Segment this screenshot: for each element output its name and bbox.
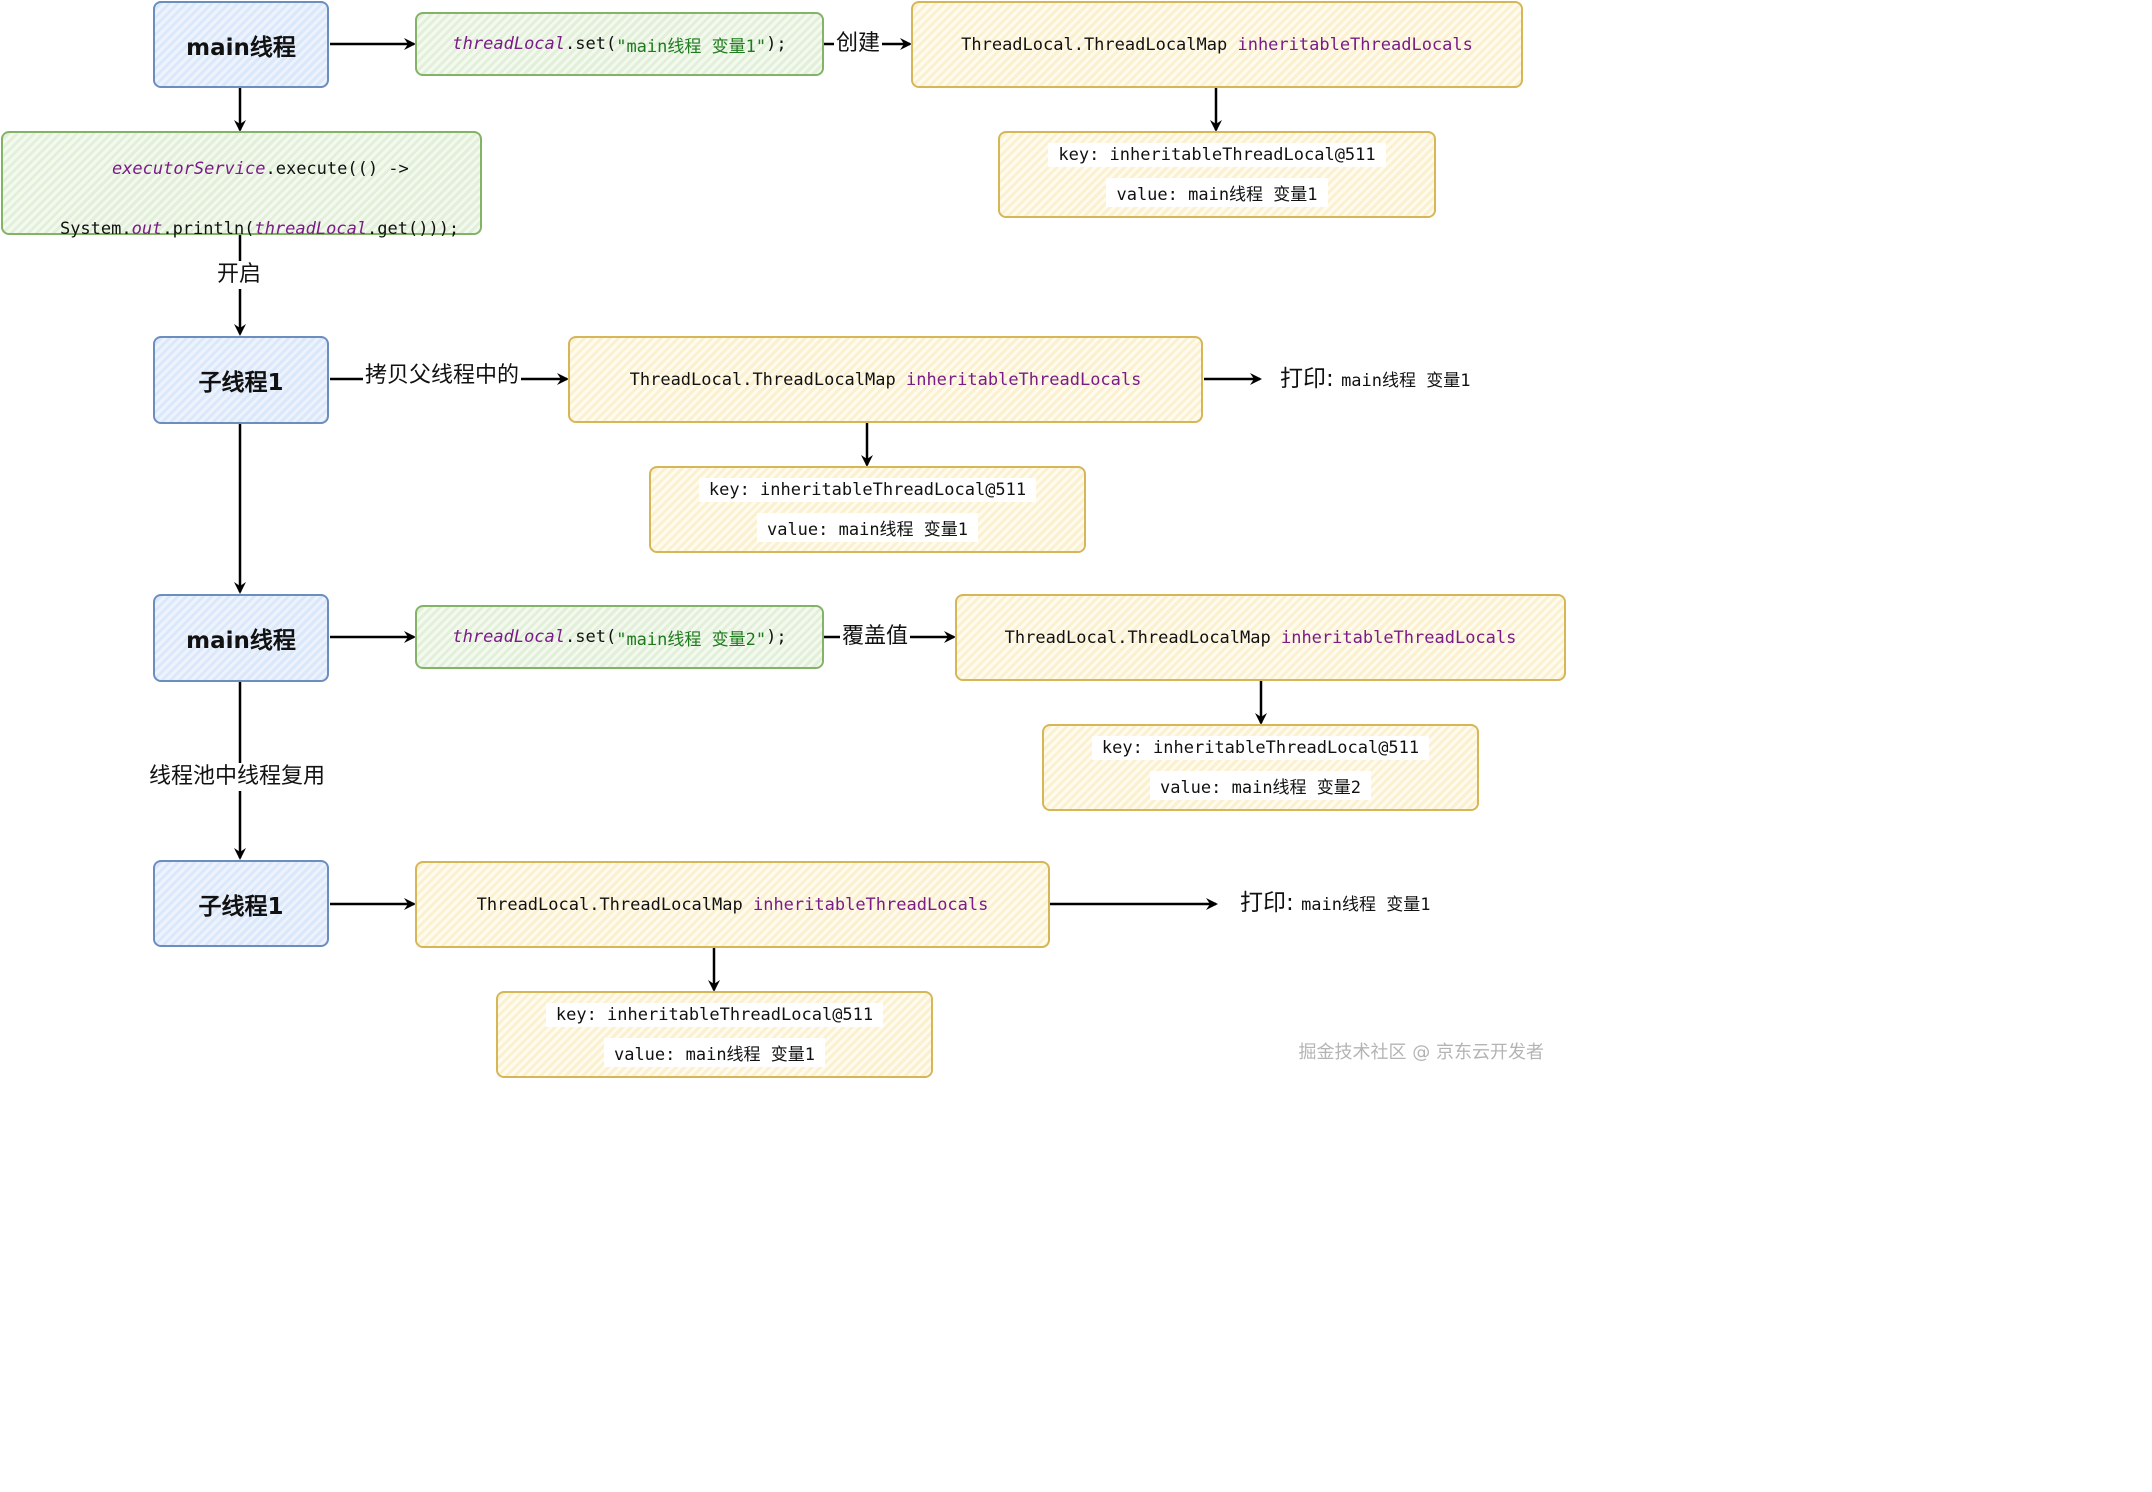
- entry-key: key: inheritableThreadLocal@511: [1091, 735, 1430, 760]
- map-field: inheritableThreadLocals: [905, 369, 1142, 390]
- entry-value: value: main线程 变量2: [1149, 770, 1372, 800]
- map-field: inheritableThreadLocals: [752, 894, 989, 915]
- edge-label-start: 开启: [215, 261, 264, 289]
- child-inheritable-map-node-2: ThreadLocal.ThreadLocalMap inheritableTh…: [415, 861, 1050, 948]
- exec-var: executorService: [111, 159, 266, 179]
- map-field: inheritableThreadLocals: [1280, 627, 1517, 648]
- main-thread-node: main线程: [153, 1, 329, 88]
- map-type: ThreadLocal.ThreadLocalMap: [476, 894, 753, 915]
- main-map-entry-var1: key: inheritableThreadLocal@511 value: m…: [998, 131, 1436, 218]
- entry-key: key: inheritableThreadLocal@511: [1048, 142, 1386, 167]
- threadlocal-set-var1-node: threadLocal.set("main线程 变量1");: [415, 12, 824, 76]
- child-thread-label: 子线程1: [198, 370, 284, 396]
- map-type: ThreadLocal.ThreadLocalMap: [629, 369, 906, 390]
- exec-l2-var: threadLocal: [254, 219, 368, 239]
- child-thread-node-2: 子线程1: [153, 860, 329, 947]
- entry-value: value: main线程 变量1: [1106, 177, 1328, 207]
- entry-key: key: inheritableThreadLocal@511: [698, 477, 1037, 502]
- exec-l2-a: System.: [59, 219, 132, 239]
- map-field: inheritableThreadLocals: [1237, 34, 1473, 55]
- exec-l2-out: out: [131, 219, 163, 239]
- child-thread-label: 子线程1: [198, 893, 284, 920]
- code-end: );: [766, 627, 787, 647]
- print-label: 打印:: [1240, 890, 1294, 916]
- threadlocal-set-var2-node: threadLocal.set("main线程 变量2");: [415, 605, 824, 669]
- print-value: main线程 变量1: [1301, 895, 1431, 915]
- main-thread-label: main线程: [186, 628, 296, 654]
- exec-l2-c: .get()));: [367, 219, 460, 239]
- code-method: .set(: [565, 627, 617, 647]
- watermark: 掘金技术社区 @ 京东云开发者: [1298, 1042, 1544, 1063]
- child-map-entry-var1: key: inheritableThreadLocal@511 value: m…: [649, 466, 1086, 553]
- edge-label-create: 创建: [834, 30, 883, 58]
- main-thread-label: main线程: [186, 34, 296, 61]
- entry-value: value: main线程 变量1: [603, 1037, 826, 1067]
- edge-label-copy: 拷贝父线程中的: [363, 362, 522, 390]
- main-thread-node-2: main线程: [153, 594, 329, 682]
- print-label: 打印:: [1280, 366, 1334, 392]
- code-arg: "main线程 变量1": [616, 36, 767, 57]
- edge-label-overwrite: 覆盖值: [840, 623, 911, 651]
- code-arg: "main线程 变量2": [616, 629, 767, 650]
- main-inheritable-map-node: ThreadLocal.ThreadLocalMap inheritableTh…: [911, 1, 1523, 88]
- print-value: main线程 变量1: [1341, 371, 1471, 391]
- main-inheritable-map-node-2: ThreadLocal.ThreadLocalMap inheritableTh…: [955, 594, 1566, 681]
- print-output-1: 打印: main线程 变量1: [1280, 364, 1470, 396]
- map-type: ThreadLocal.ThreadLocalMap: [1004, 627, 1281, 648]
- exec-line-2: System.out.println(threadLocal.get()));: [19, 199, 459, 259]
- exec-method: .execute(() ->: [265, 159, 409, 179]
- child-thread-node: 子线程1: [153, 336, 329, 424]
- print-output-2: 打印: main线程 变量1: [1240, 888, 1430, 920]
- code-var: threadLocal: [452, 627, 566, 647]
- entry-key: key: inheritableThreadLocal@511: [545, 1002, 884, 1027]
- code-method: .set(: [565, 34, 617, 54]
- executor-execute-node: executorService.execute(() -> System.out…: [1, 131, 482, 239]
- exec-line-1: executorService.execute(() ->: [19, 139, 409, 199]
- code-end: );: [766, 34, 787, 54]
- map-type: ThreadLocal.ThreadLocalMap: [961, 34, 1238, 55]
- main-map-entry-var2: key: inheritableThreadLocal@511 value: m…: [1042, 724, 1479, 811]
- code-var: threadLocal: [452, 34, 566, 54]
- edge-label-reuse: 线程池中线程复用: [147, 763, 328, 791]
- child-map-entry-var1-2: key: inheritableThreadLocal@511 value: m…: [496, 991, 933, 1078]
- child-inheritable-map-node: ThreadLocal.ThreadLocalMap inheritableTh…: [568, 336, 1203, 423]
- exec-l2-b: .println(: [162, 219, 255, 239]
- entry-value: value: main线程 变量1: [756, 512, 979, 542]
